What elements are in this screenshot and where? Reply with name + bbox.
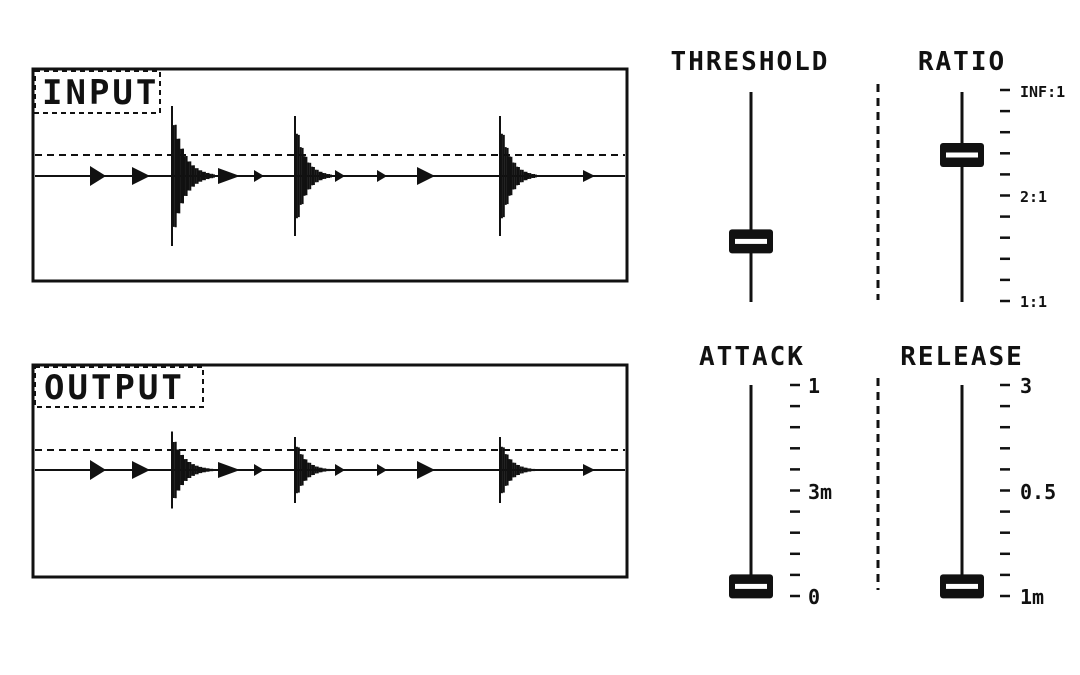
waveform-small-hit	[132, 167, 150, 185]
waveform-small-hit	[583, 464, 595, 476]
slider-knob-grip[interactable]	[735, 238, 767, 244]
input-label-box	[34, 70, 161, 114]
waveform-small-hit	[90, 166, 106, 186]
waveform-small-hit	[377, 170, 387, 182]
output-label-box	[34, 366, 204, 408]
waveform-small-hit	[377, 464, 387, 476]
waveform-small-hit	[254, 464, 264, 476]
slider-knob-grip[interactable]	[946, 152, 978, 158]
waveform-small-hit	[335, 170, 345, 182]
waveform-small-hit	[335, 464, 345, 476]
output-waveform	[90, 431, 595, 509]
release-label: RELEASE	[900, 342, 1024, 372]
waveform-small-hit	[218, 168, 240, 184]
release-slider-knob[interactable]	[940, 574, 984, 599]
output-panel: OUTPUT	[31, 363, 629, 579]
waveform-transient	[499, 437, 537, 503]
ratio-tick-label-2to1: 2:1	[1020, 188, 1047, 206]
waveform-transient	[171, 431, 215, 509]
waveform-transient	[171, 106, 215, 246]
waveform-small-hit	[417, 461, 435, 479]
release-tick-label-max: 3	[1020, 374, 1032, 398]
output-panel-frame	[31, 363, 629, 579]
ratio-scale	[1000, 88, 1010, 303]
ratio-slider-knob[interactable]	[940, 143, 984, 167]
waveform-small-hit	[132, 461, 150, 479]
ratio-tick-label-inf: INF:1	[1020, 83, 1065, 101]
waveform-transient	[294, 437, 332, 503]
release-tick-label-mid: 0.5	[1020, 480, 1056, 504]
attack-tick-label-min: 0	[808, 585, 820, 609]
input-waveform	[90, 106, 595, 246]
threshold-slider-knob[interactable]	[729, 229, 773, 254]
slider-knob-grip[interactable]	[735, 583, 767, 589]
attack-slider-knob[interactable]	[729, 574, 773, 599]
release-tick-label-min: 1m	[1020, 585, 1044, 609]
waveform-small-hit	[417, 167, 435, 185]
waveform-small-hit	[218, 462, 240, 478]
attack-scale	[790, 383, 800, 598]
slider-knob-grip[interactable]	[946, 583, 978, 589]
release-scale	[1000, 383, 1010, 598]
output-label: OUTPUT	[44, 368, 185, 408]
waveform-small-hit	[90, 460, 106, 480]
ratio-label: RATIO	[918, 47, 1006, 77]
attack-tick-label-mid: 3m	[808, 480, 832, 504]
ratio-tick-label-1to1: 1:1	[1020, 293, 1047, 311]
waveform-transient	[499, 116, 537, 236]
waveform-transient	[294, 116, 332, 236]
threshold-label: THRESHOLD	[671, 47, 830, 77]
attack-label: ATTACK	[699, 342, 805, 372]
input-panel: INPUT	[31, 67, 629, 283]
input-panel-frame	[31, 67, 629, 283]
input-label: INPUT	[42, 73, 159, 113]
waveform-small-hit	[583, 170, 595, 182]
attack-tick-label-max: 1	[808, 374, 820, 398]
waveform-small-hit	[254, 170, 264, 182]
